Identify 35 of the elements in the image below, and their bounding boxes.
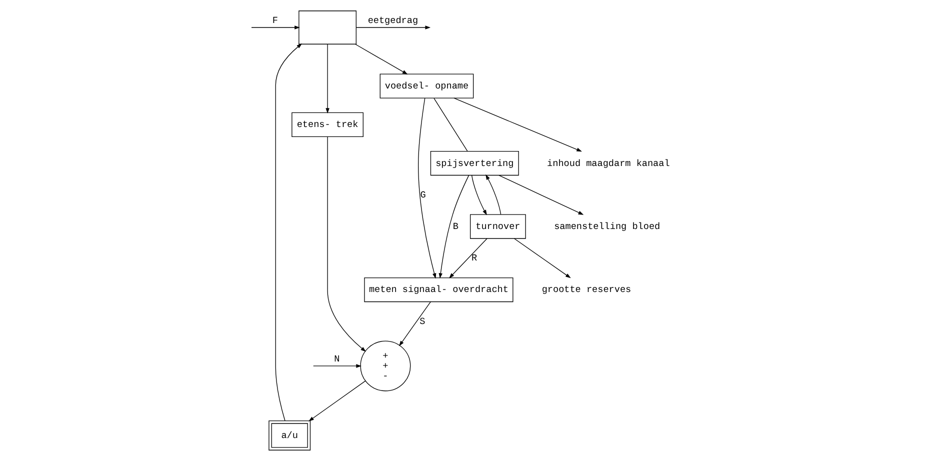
- node-box: a/u: [268, 420, 311, 450]
- edge-label: N: [334, 353, 340, 364]
- edge-label: F: [272, 14, 278, 26]
- arrow: [471, 174, 487, 216]
- node-box: turnover: [470, 214, 526, 239]
- arrow: [355, 44, 408, 74]
- node-box: etens- trek: [292, 112, 364, 137]
- arrow: [454, 98, 582, 152]
- connector: [434, 98, 468, 152]
- arrow: [438, 174, 470, 279]
- arrow: [486, 174, 502, 215]
- arrow: [275, 44, 302, 421]
- arrow: [356, 26, 431, 30]
- node-text: grootte reserves: [542, 284, 632, 296]
- edge-label: S: [420, 316, 426, 327]
- edge-label: eetgedrag: [368, 14, 418, 26]
- arrow: [418, 98, 436, 279]
- arrow: [308, 380, 366, 422]
- node-box: meten signaal- overdracht: [364, 277, 514, 302]
- arrow: [514, 238, 571, 278]
- edge-label: B: [452, 220, 458, 232]
- node-box: voedsel- opname: [380, 74, 474, 98]
- arrow: [449, 238, 488, 278]
- arrow: [326, 44, 330, 114]
- node-text: samenstelling bloed: [554, 220, 660, 232]
- node-text: inhoud maagdarm kanaal: [547, 158, 670, 169]
- arrow: [251, 26, 300, 30]
- arrow: [498, 174, 584, 215]
- edge-label: G: [420, 189, 426, 200]
- arrow: [313, 364, 362, 368]
- arrow: [399, 301, 431, 346]
- node-box: spijsvertering: [430, 150, 519, 176]
- arrow: [327, 136, 366, 352]
- edge-label: R: [472, 252, 478, 264]
- node-box: [298, 10, 356, 44]
